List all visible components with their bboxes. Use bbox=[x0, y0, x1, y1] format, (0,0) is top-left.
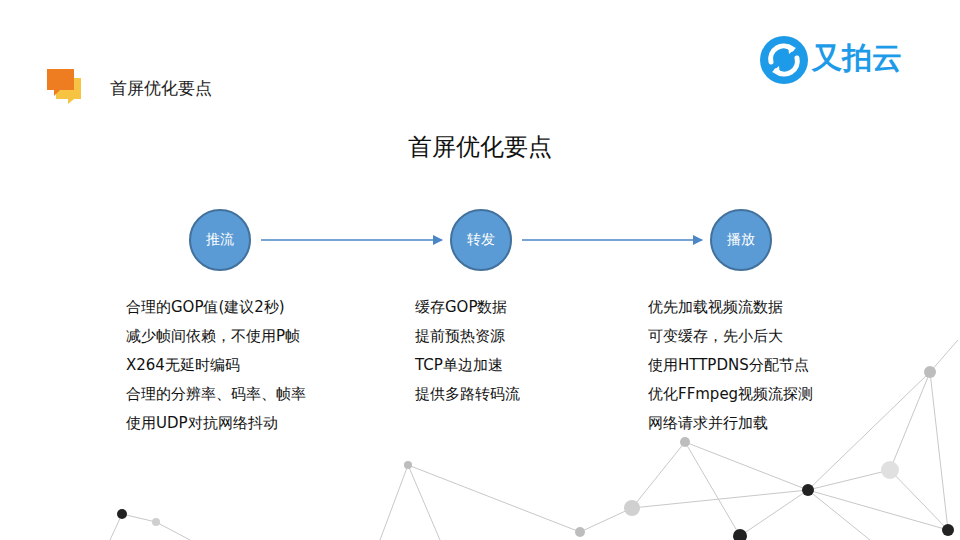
network-dots bbox=[117, 366, 954, 540]
list-item: 可变缓存，先小后大 bbox=[648, 327, 783, 346]
stage-circle: 推流 bbox=[189, 209, 251, 271]
list-item: 合理的GOP值(建议2秒) bbox=[126, 298, 285, 317]
list-item: 网络请求并行加载 bbox=[648, 414, 768, 433]
stage-label: 播放 bbox=[727, 231, 755, 249]
header-rule bbox=[50, 59, 735, 61]
list-item: TCP单边加速 bbox=[415, 356, 503, 375]
list-item: 缓存GOP数据 bbox=[415, 298, 507, 317]
logo-icon bbox=[760, 36, 808, 84]
list-item: 优化FFmpeg视频流探测 bbox=[648, 385, 813, 404]
stage-circle: 播放 bbox=[710, 209, 772, 271]
header-icon bbox=[47, 69, 81, 104]
flow-arrow bbox=[522, 239, 702, 241]
slide-title: 首屏优化要点 bbox=[408, 131, 552, 163]
list-item: 使用UDP对抗网络抖动 bbox=[126, 414, 278, 433]
list-item: 使用HTTPDNS分配节点 bbox=[648, 356, 809, 375]
list-item: 提前预热资源 bbox=[415, 327, 505, 346]
logo-text: 又拍云 bbox=[812, 38, 902, 79]
list-item: 优先加载视频流数据 bbox=[648, 298, 783, 317]
list-item: 减少帧间依赖，不使用P帧 bbox=[126, 327, 300, 346]
stage-label: 推流 bbox=[206, 231, 234, 249]
network-decoration bbox=[110, 340, 958, 540]
list-item: 合理的分辨率、码率、帧率 bbox=[126, 385, 306, 404]
flow-arrow bbox=[261, 239, 442, 241]
list-item: 提供多路转码流 bbox=[415, 385, 520, 404]
stage-circle: 转发 bbox=[450, 209, 512, 271]
list-item: X264无延时编码 bbox=[126, 356, 240, 375]
stage-label: 转发 bbox=[467, 231, 495, 249]
header-title: 首屏优化要点 bbox=[110, 77, 212, 100]
